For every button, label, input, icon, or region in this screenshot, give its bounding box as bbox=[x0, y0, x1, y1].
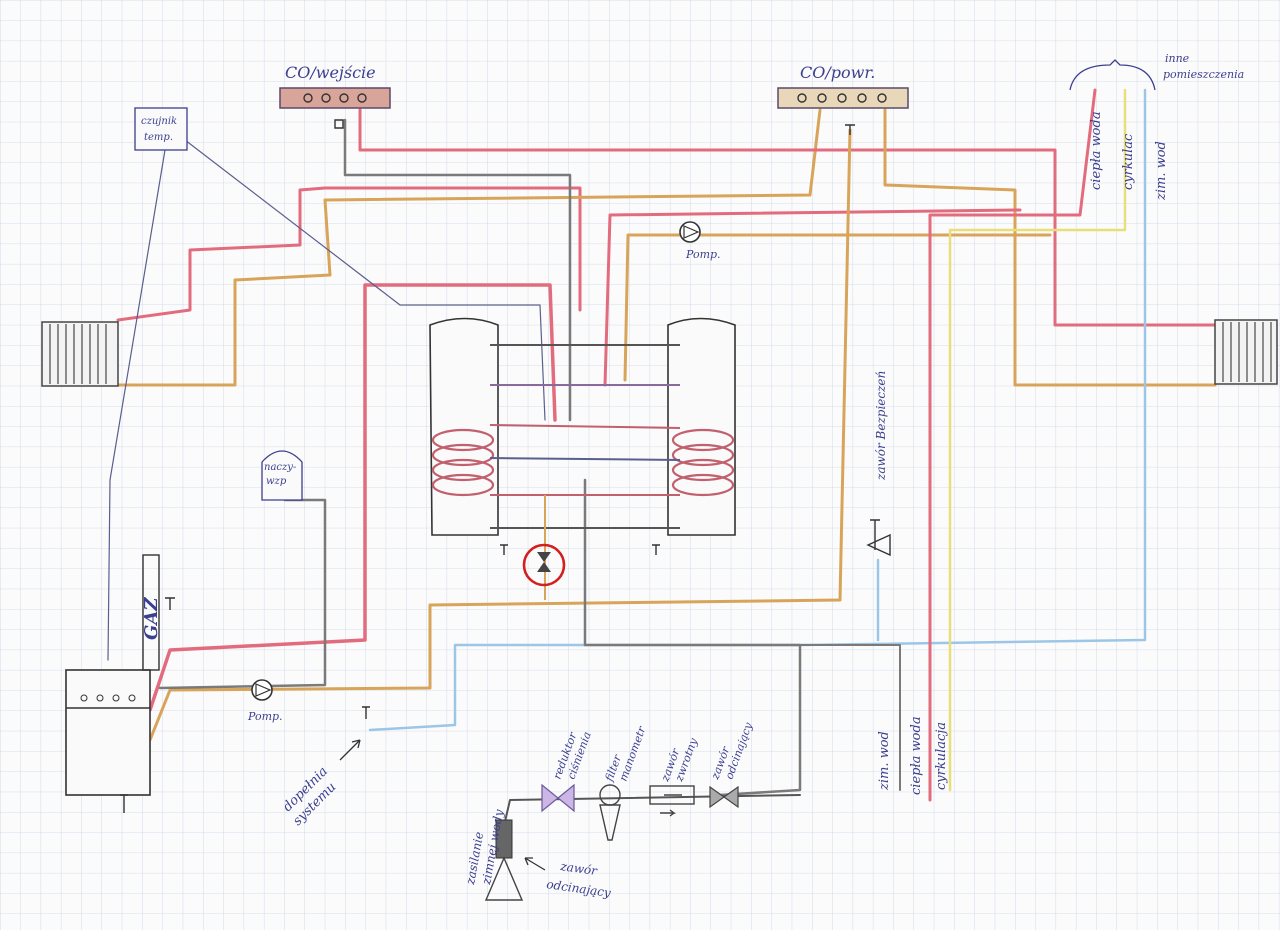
pipe-boiler-return bbox=[158, 498, 327, 690]
pump-top-icon bbox=[679, 221, 701, 243]
label-expansion-2: wzp bbox=[266, 476, 287, 487]
label-right-cold: zim. wod bbox=[1154, 141, 1169, 201]
heating-coil-left bbox=[431, 428, 495, 497]
label-right-hot: ciepła woda bbox=[1089, 111, 1104, 190]
pipe-circ-right bbox=[948, 88, 1127, 792]
main-supply-icon bbox=[484, 819, 524, 901]
temp-sensor-box bbox=[134, 107, 188, 151]
label-bottom-circ: cyrkulacja bbox=[934, 722, 949, 790]
gas-pipe bbox=[142, 554, 160, 671]
pipe-inner-warm bbox=[623, 233, 1052, 382]
pressure-reducer-icon bbox=[541, 783, 575, 813]
sensor-wire-2 bbox=[184, 139, 546, 421]
label-gas: GAZ bbox=[141, 597, 162, 640]
pipe-inner-hot bbox=[603, 208, 1022, 387]
label-safety-valve: zawór Bezpieczeń bbox=[874, 371, 888, 481]
pipe-gray-right bbox=[799, 644, 901, 791]
label-expansion-1: naczy- bbox=[264, 462, 297, 473]
radiator-right bbox=[1214, 319, 1278, 385]
manifold-co-out bbox=[777, 87, 909, 109]
safety-valve-icon bbox=[866, 533, 891, 557]
label-main-valve-1: zawór bbox=[559, 859, 600, 878]
label-bottom-hot: ciepła woda bbox=[909, 716, 924, 795]
pipe-top-supply bbox=[358, 108, 1217, 327]
label-inne-1: inne bbox=[1165, 52, 1190, 65]
label-pump-top: Pomp. bbox=[685, 248, 721, 261]
tank-connections bbox=[489, 344, 681, 600]
label-sensor-2: temp. bbox=[144, 132, 173, 143]
expansion-vessel bbox=[261, 450, 303, 501]
water-tank-left bbox=[429, 317, 499, 536]
pipe-boiler-supply bbox=[148, 283, 557, 712]
pipe-gray-top bbox=[343, 118, 572, 422]
pipe-radiator-left-supply bbox=[116, 186, 582, 322]
gas-boiler bbox=[65, 669, 151, 796]
manifold-co-in bbox=[279, 87, 391, 109]
filter-manometer-icon bbox=[599, 784, 621, 841]
label-pump-bottom: Pomp. bbox=[247, 710, 283, 723]
pipe-bottom-warm bbox=[148, 128, 852, 742]
valve-icon bbox=[120, 119, 880, 813]
arrow-icon bbox=[524, 857, 546, 871]
refill-arrow-icon bbox=[339, 739, 361, 761]
label-bottom-cold: zim. wod bbox=[877, 731, 892, 791]
shutoff-valve-icon bbox=[709, 785, 739, 809]
brace-inne bbox=[1069, 59, 1156, 91]
water-tank-right bbox=[667, 317, 736, 536]
check-valve-icon bbox=[649, 785, 695, 817]
sensor-wire bbox=[107, 149, 166, 661]
radiator-left bbox=[41, 321, 119, 387]
pipe-radiator-left-return bbox=[116, 108, 822, 387]
label-right-circ: cyrkulac bbox=[1121, 133, 1136, 190]
heating-coil-right bbox=[671, 428, 735, 497]
pump-bottom-icon bbox=[251, 679, 273, 701]
label-co-in: CO/wejście bbox=[285, 63, 376, 82]
pipe-hot-right bbox=[928, 88, 1097, 802]
label-co-out: CO/powr. bbox=[800, 63, 875, 82]
label-sensor-1: czujnik bbox=[141, 116, 177, 127]
pipe-radiator-right-return bbox=[883, 108, 1217, 387]
highlighted-valve-icon bbox=[522, 543, 566, 587]
label-inne-2: pomieszczenia bbox=[1163, 68, 1244, 81]
